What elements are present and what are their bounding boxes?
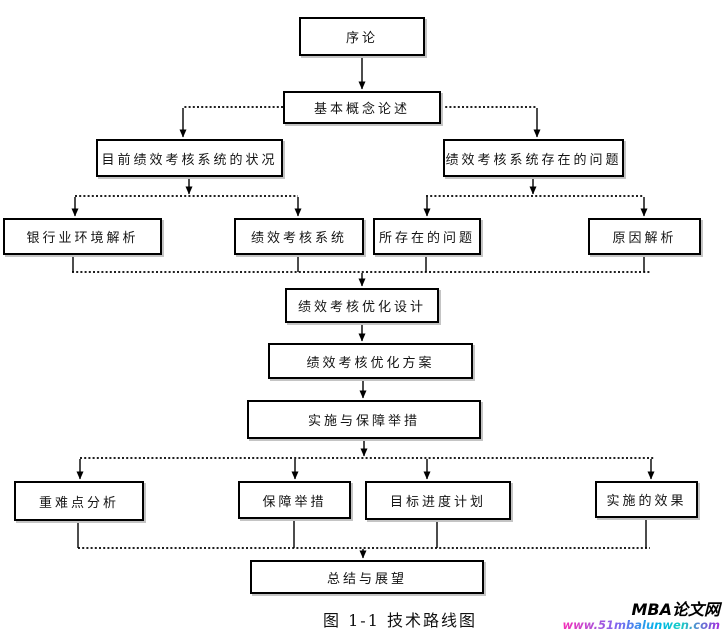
flow-node-summary-outlook: 总结与展望 <box>250 560 484 594</box>
figure-caption: 图 1-1 技术路线图 <box>323 611 477 630</box>
flow-node-implementation-effect: 实施的效果 <box>595 481 698 518</box>
flow-node-key-difficulty-analysis: 重难点分析 <box>14 481 144 521</box>
flow-node-performance-system: 绩效考核系统 <box>234 218 364 255</box>
flow-node-implementation-safeguards: 实施与保障举措 <box>247 400 481 439</box>
flow-node-cause-analysis: 原因解析 <box>588 218 701 255</box>
flow-node-schedule-plan: 目标进度计划 <box>365 481 511 520</box>
flow-node-banking-env-analysis: 银行业环境解析 <box>3 218 162 255</box>
flow-node-optimization-design: 绩效考核优化设计 <box>285 288 439 323</box>
flow-node-intro: 序论 <box>299 17 425 56</box>
watermark-site-url: www.51mbalunwen.com <box>562 618 720 633</box>
flow-node-optimization-plan: 绩效考核优化方案 <box>268 343 473 379</box>
flow-node-current-status: 目前绩效考核系统的状况 <box>96 139 283 177</box>
flow-node-problems: 所存在的问题 <box>373 218 481 255</box>
flow-node-safeguard-measures: 保障举措 <box>238 481 351 519</box>
site-watermark: MBA论文网 www.51mbalunwen.com <box>562 600 720 633</box>
flow-node-existing-problems: 绩效考核系统存在的问题 <box>443 139 624 177</box>
watermark-site-name: MBA论文网 <box>631 600 720 619</box>
flow-node-basic-concepts: 基本概念论述 <box>283 91 441 124</box>
